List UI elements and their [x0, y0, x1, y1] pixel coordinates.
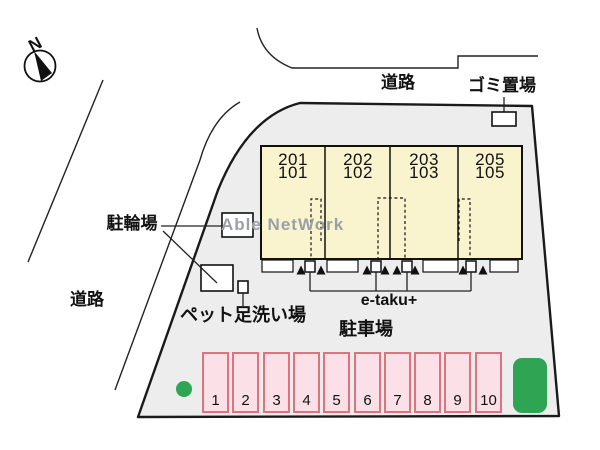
entrance-box-3: [401, 260, 413, 273]
parking-space-1: 1: [202, 352, 229, 413]
porch-segment: [326, 259, 359, 273]
triangle-marker: [362, 265, 372, 275]
porch-segment: [261, 259, 294, 273]
parking-space-number: 3: [272, 392, 281, 409]
road-top-label: 道路: [381, 73, 415, 92]
watermark: Able NetWork: [221, 215, 345, 234]
parking-space-5: 5: [323, 352, 350, 413]
pet-wash-box: [237, 280, 249, 294]
parking-space-number: 7: [393, 392, 402, 409]
north-arrow-icon: N: [23, 33, 57, 83]
bicycle-parking-box-1: [221, 212, 254, 238]
parking-space-2: 2: [232, 352, 259, 413]
road-edge-top: [256, 27, 538, 69]
road-edge-left-inner: [114, 101, 241, 391]
entrance-box-4: [465, 260, 477, 273]
road-edge-left-outer: [27, 79, 104, 263]
unit-202-102: 202 102: [326, 150, 390, 182]
triangle-marker: [392, 265, 402, 275]
parking-space-number: 8: [423, 392, 432, 409]
pet-foot-wash-label: ペット足洗い場: [180, 305, 306, 325]
parking-space-10: 10: [475, 352, 502, 413]
parking-space-9: 9: [444, 352, 471, 413]
bicycle-parking-box-2: [200, 264, 234, 292]
room-number-lower: 105: [475, 163, 505, 182]
triangle-marker: [410, 265, 420, 275]
triangle-marker: [478, 265, 488, 275]
room-number-lower: 102: [343, 163, 373, 182]
parking-space-4: 4: [293, 352, 320, 413]
garbage-area-label: ゴミ置場: [468, 76, 536, 95]
building-outline: [260, 145, 523, 260]
parking-space-8: 8: [414, 352, 441, 413]
room-number-lower: 103: [409, 163, 439, 182]
garbage-box: [491, 111, 517, 127]
parking-space-7: 7: [384, 352, 411, 413]
entrance-path-dashed-3: [458, 198, 471, 260]
porch-segment: [489, 259, 519, 273]
parking-lot-label: 駐車場: [339, 319, 393, 339]
room-number-upper: 201: [278, 150, 308, 169]
parking-space-number: 5: [332, 392, 341, 409]
unit-205-105: 205 105: [458, 150, 522, 182]
parking-space-number: 9: [453, 392, 462, 409]
unit-203-103: 203 103: [392, 150, 456, 182]
entrance-path-dashed-1: [310, 198, 322, 260]
delivery-box-label: e-taku+: [360, 292, 418, 309]
bicycle-parking-label: 駐輪場: [106, 214, 158, 233]
triangle-marker: [296, 265, 306, 275]
parking-space-number: 2: [241, 392, 250, 409]
parking-space-number: 4: [302, 392, 311, 409]
entrance-path-dashed-2: [377, 197, 406, 260]
room-number-lower: 101: [278, 163, 308, 182]
triangle-marker: [380, 265, 390, 275]
triangle-marker: [458, 265, 468, 275]
unit-201-101: 201 101: [261, 150, 325, 182]
parking-space-6: 6: [354, 352, 381, 413]
parking-space-number: 6: [363, 392, 372, 409]
entrance-box-1: [304, 260, 316, 273]
triangle-marker: [316, 265, 326, 275]
parking-space-number: 10: [480, 392, 497, 409]
room-number-upper: 205: [475, 150, 505, 169]
compass-needle: [34, 51, 52, 81]
porch-segment: [422, 259, 459, 273]
room-number-upper: 202: [343, 150, 373, 169]
greenery-hedge: [513, 358, 547, 413]
road-left-label: 道路: [70, 290, 104, 309]
parking-space-3: 3: [263, 352, 290, 413]
delivery-box-bracket: [309, 272, 472, 292]
entrance-box-2: [370, 260, 382, 273]
room-number-upper: 203: [409, 150, 439, 169]
parking-space-number: 1: [211, 392, 220, 409]
greenery-circle: [176, 381, 192, 397]
bicycle-leader-line-2: [162, 230, 218, 284]
